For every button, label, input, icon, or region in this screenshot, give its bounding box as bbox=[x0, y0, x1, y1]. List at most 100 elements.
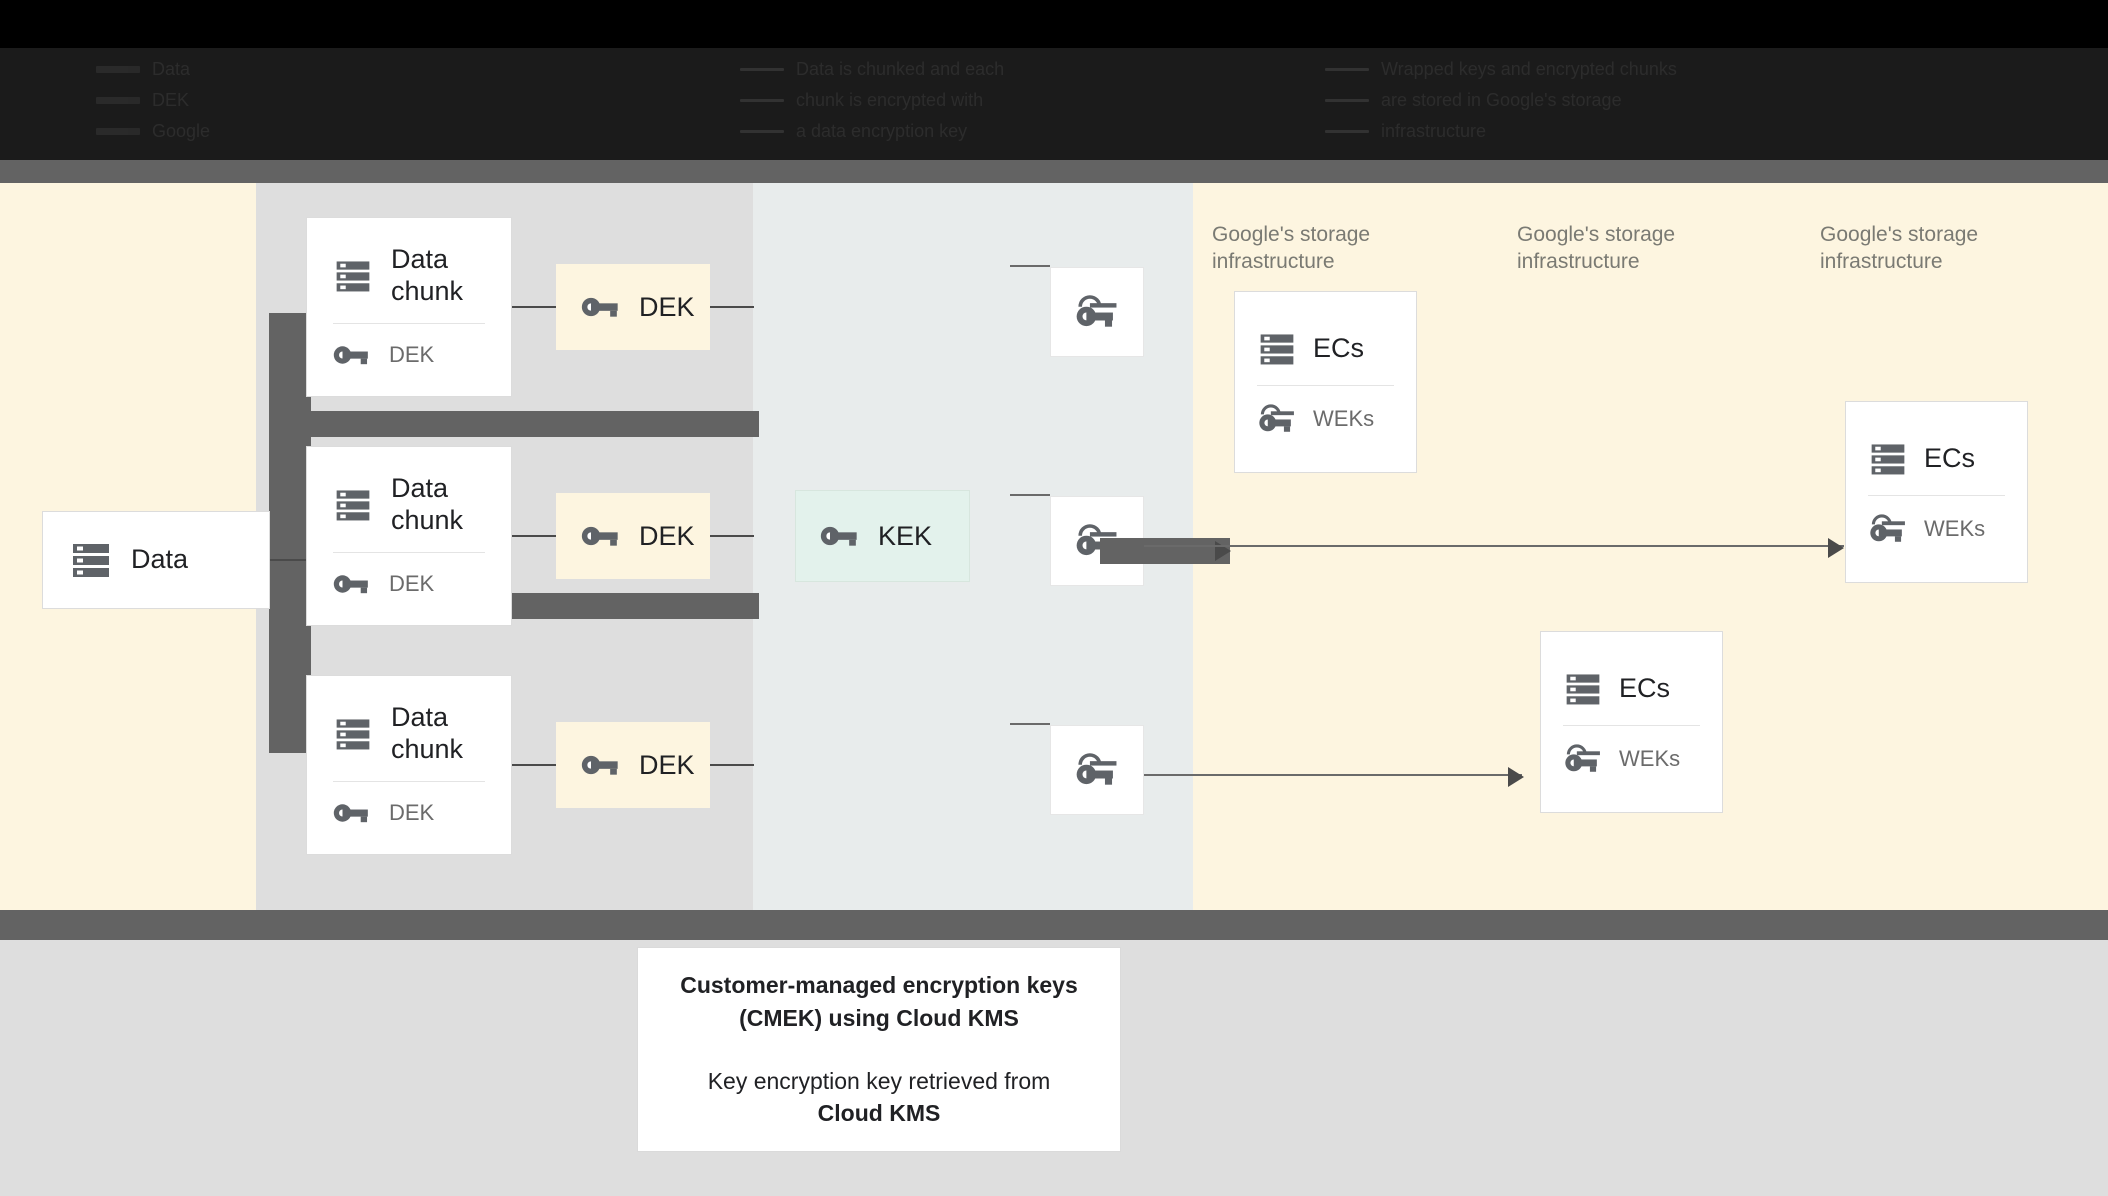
legend-item: infrastructure bbox=[1325, 116, 1677, 147]
storage-card-title: ECs bbox=[1619, 672, 1671, 703]
caption-line-1: Customer-managed encryption keys bbox=[680, 972, 1078, 999]
key-icon bbox=[333, 575, 368, 593]
server-stack-icon bbox=[73, 544, 109, 577]
swatch-solid-icon bbox=[96, 66, 140, 73]
legend-item: Data is chunked and each bbox=[740, 54, 1004, 85]
connector-to-storage-mid bbox=[1144, 774, 1522, 776]
wrapped-key-icon bbox=[1259, 403, 1294, 432]
key-icon bbox=[820, 526, 857, 546]
key-icon bbox=[581, 297, 618, 317]
storage-card-row: ECs bbox=[1541, 669, 1722, 709]
swatch-line-icon bbox=[740, 68, 784, 71]
card-divider bbox=[333, 551, 485, 553]
arrow-head-icon bbox=[1215, 541, 1231, 561]
storage-card-sub-label: WEKs bbox=[1313, 405, 1375, 431]
legend-column-2: Data is chunked and each chunk is encryp… bbox=[740, 54, 1004, 147]
server-stack-icon bbox=[1260, 333, 1294, 364]
legend-inner: Data DEK Google Data is chunked and each bbox=[0, 48, 2108, 160]
server-stack-icon bbox=[1871, 443, 1905, 474]
connector-kek-to-wrapped-key bbox=[1010, 494, 1050, 496]
storage-card-sub-row: WEKs bbox=[1235, 402, 1416, 436]
data-source-card: Data bbox=[42, 511, 270, 609]
storage-card-sub-label: WEKs bbox=[1619, 745, 1681, 771]
storage-card-row: ECs bbox=[1235, 329, 1416, 369]
swatch-solid-icon bbox=[96, 128, 140, 135]
storage-card-sub-label: WEKs bbox=[1924, 515, 1986, 541]
arrow-head-icon bbox=[1828, 538, 1844, 558]
card-divider bbox=[1868, 494, 2005, 496]
swatch-line-icon bbox=[1325, 130, 1369, 133]
data-chunk-title: Data chunk bbox=[391, 702, 464, 764]
arrow-head-icon bbox=[1508, 767, 1524, 787]
legend-item: a data encryption key bbox=[740, 116, 1004, 147]
legend-item: Google bbox=[96, 116, 210, 147]
dek-chip: DEK bbox=[556, 722, 710, 808]
key-icon bbox=[333, 804, 368, 822]
legend-column-1: Data DEK Google bbox=[96, 54, 210, 147]
storage-card-sub-row: WEKs bbox=[1541, 742, 1722, 776]
data-chunk-card: Data chunk DEK bbox=[306, 446, 512, 626]
legend-label: infrastructure bbox=[1381, 121, 1487, 141]
data-chunk-card: Data chunk DEK bbox=[306, 217, 512, 397]
wrapped-key-icon bbox=[1870, 513, 1905, 542]
divider-band-bottom bbox=[0, 910, 2108, 940]
key-icon bbox=[333, 346, 368, 364]
storage-card: ECs WEKs bbox=[1234, 291, 1417, 473]
data-chunk-key-row: DEK bbox=[307, 798, 511, 828]
data-source-title: Data bbox=[131, 544, 189, 575]
legend-label: DEK bbox=[152, 90, 190, 110]
wrapped-key-box bbox=[1050, 725, 1144, 815]
swatch-line-icon bbox=[1325, 68, 1369, 71]
connector-data-to-fanout bbox=[270, 559, 314, 561]
storage-card: ECs WEKs bbox=[1540, 631, 1723, 813]
storage-card-sub-row: WEKs bbox=[1846, 512, 2027, 546]
data-chunk-row: Data chunk bbox=[307, 702, 511, 765]
key-icon bbox=[581, 526, 618, 546]
connector-dek-to-kms bbox=[710, 306, 754, 308]
legend-item: chunk is encrypted with bbox=[740, 85, 1004, 116]
swatch-solid-icon bbox=[96, 97, 140, 104]
storage-card: ECs WEKs bbox=[1845, 401, 2028, 583]
server-stack-icon bbox=[336, 260, 370, 291]
storage-card-row: ECs bbox=[1846, 439, 2027, 479]
legend-item: are stored in Google's storage bbox=[1325, 85, 1677, 116]
caption-line-4: Cloud KMS bbox=[817, 1100, 941, 1127]
fanout-spine bbox=[269, 313, 311, 753]
connector-kek-to-wrapped-key bbox=[1010, 265, 1050, 267]
data-chunk-title: Data chunk bbox=[391, 473, 464, 535]
legend-item: DEK bbox=[96, 85, 210, 116]
connector-to-storage-long bbox=[1144, 545, 1844, 547]
divider-band-top bbox=[0, 160, 2108, 183]
server-stack-icon bbox=[336, 718, 370, 749]
kek-label: KEK bbox=[878, 520, 933, 551]
wrapped-key-icon bbox=[1076, 753, 1117, 785]
data-chunk-row: Data chunk bbox=[307, 244, 511, 307]
data-chunk-key-label: DEK bbox=[389, 799, 435, 825]
dek-chip: DEK bbox=[556, 264, 710, 350]
data-chunk-key-row: DEK bbox=[307, 340, 511, 370]
legend-label: Data is chunked and each bbox=[796, 59, 1005, 79]
data-chunk-title: Data chunk bbox=[391, 244, 464, 306]
swatch-line-icon bbox=[740, 99, 784, 102]
connector-dek-to-kms bbox=[710, 535, 754, 537]
server-stack-icon bbox=[336, 489, 370, 520]
kek-chip: KEK bbox=[795, 490, 970, 582]
fanout-branch-top bbox=[269, 411, 759, 437]
legend-label: Data bbox=[152, 59, 191, 79]
wrapped-key-icon bbox=[1565, 743, 1600, 772]
dek-label: DEK bbox=[639, 520, 695, 551]
card-divider bbox=[333, 322, 485, 324]
legend-item: Wrapped keys and encrypted chunks bbox=[1325, 54, 1677, 85]
connector-dek-to-kms bbox=[710, 764, 754, 766]
data-chunk-key-label: DEK bbox=[389, 341, 435, 367]
data-chunk-key-label: DEK bbox=[389, 570, 435, 596]
storage-card-title: ECs bbox=[1924, 442, 1976, 473]
caption-line-3: Key encryption key retrieved from bbox=[707, 1067, 1051, 1094]
legend-label: chunk is encrypted with bbox=[796, 90, 984, 110]
data-chunk-card: Data chunk DEK bbox=[306, 675, 512, 855]
storage-zone-label: Google's storage infrastructure bbox=[1820, 223, 1979, 274]
connector-kek-to-wrapped-key bbox=[1010, 723, 1050, 725]
dek-label: DEK bbox=[639, 291, 695, 322]
connector-chunk-to-dek bbox=[512, 306, 556, 308]
